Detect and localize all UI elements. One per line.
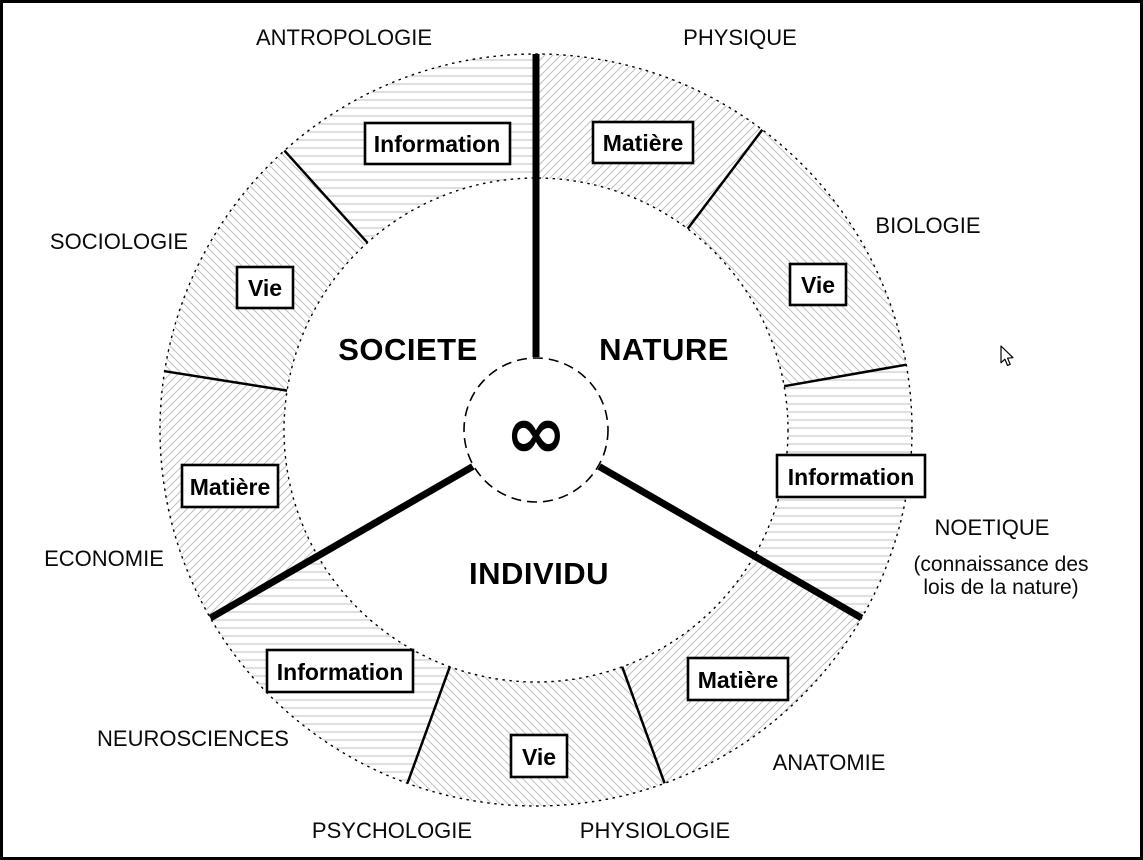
box-anatomie-matiere: Matière xyxy=(686,656,790,702)
box-psychologie-vie: Vie xyxy=(509,733,569,779)
noetique-subtitle-line2: lois de la nature) xyxy=(923,576,1078,599)
box-label: Information xyxy=(374,131,501,157)
infinity-symbol: ∞ xyxy=(505,390,567,476)
inner-dotted-circle xyxy=(283,177,789,683)
box-label: Information xyxy=(788,464,915,490)
sector-label-societe: SOCIETE xyxy=(338,332,478,367)
sector-dividers xyxy=(208,54,864,622)
sector-label-individu: INDIVIDU xyxy=(469,556,609,591)
box-antropologie-information: Information xyxy=(363,121,512,166)
box-biologie-vie: Vie xyxy=(788,262,848,307)
box-frame xyxy=(180,463,280,509)
box-frame xyxy=(591,120,695,165)
discipline-labels: ANTROPOLOGIE PHYSIQUE BIOLOGIE NOETIQUE … xyxy=(44,25,1088,843)
discipline-label-biologie: BIOLOGIE xyxy=(875,213,980,238)
box-noetique-information: Information xyxy=(775,453,927,499)
center-dashed-circle xyxy=(463,357,609,503)
box-frame xyxy=(363,121,512,166)
discipline-label-psychologie: PSYCHOLOGIE xyxy=(312,818,472,843)
divider-anatomie-physiologie xyxy=(621,666,666,784)
box-label: Matière xyxy=(698,667,779,693)
divider-physique-biologie xyxy=(686,128,764,230)
box-frame xyxy=(686,656,790,702)
box-sociologie-vie: Vie xyxy=(235,265,295,310)
box-label: Vie xyxy=(801,272,835,298)
discipline-label-antropologie: ANTROPOLOGIE xyxy=(256,25,432,50)
box-economie-matiere: Matière xyxy=(180,463,280,509)
box-frame xyxy=(788,262,848,307)
box-label: Information xyxy=(277,659,404,685)
sector-divider-lower-left xyxy=(208,463,475,622)
box-physique-matiere: Matière xyxy=(591,120,695,165)
segment-biologie xyxy=(687,129,907,387)
sector-label-nature: NATURE xyxy=(599,332,729,367)
sector-divider-lower-right xyxy=(597,463,864,622)
noetique-subtitle-line1: (connaissance des xyxy=(913,553,1088,576)
mouse-cursor xyxy=(1000,345,1014,366)
box-label: Matière xyxy=(190,474,271,500)
ring-dividers xyxy=(164,128,907,784)
box-label: Matière xyxy=(603,130,684,156)
discipline-label-noetique: NOETIQUE xyxy=(935,515,1050,540)
discipline-label-anatomie: ANATOMIE xyxy=(773,750,886,775)
discipline-label-neurosciences: NEUROSCIENCES xyxy=(97,726,289,751)
box-frame xyxy=(235,265,295,310)
divider-biologie-noetique xyxy=(783,363,907,388)
divider-economie-sociologie xyxy=(164,369,288,392)
box-label: Vie xyxy=(522,744,556,770)
ring-boxes: Information Matière Vie Vie Information … xyxy=(180,120,927,779)
box-neurosciences-information: Information xyxy=(265,648,415,694)
discipline-label-physique: PHYSIQUE xyxy=(683,25,797,50)
box-frame xyxy=(509,733,569,779)
divider-sociologie-antropologie xyxy=(283,149,369,244)
discipline-label-physiologie: PHYSIOLOGIE xyxy=(580,818,730,843)
divider-psychologie-neurosciences xyxy=(406,666,451,784)
box-frame xyxy=(265,648,415,694)
discipline-label-economie: ECONOMIE xyxy=(44,546,164,571)
box-label: Vie xyxy=(248,275,282,301)
discipline-label-sociologie: SOCIOLOGIE xyxy=(50,229,188,254)
box-frame xyxy=(775,453,927,499)
